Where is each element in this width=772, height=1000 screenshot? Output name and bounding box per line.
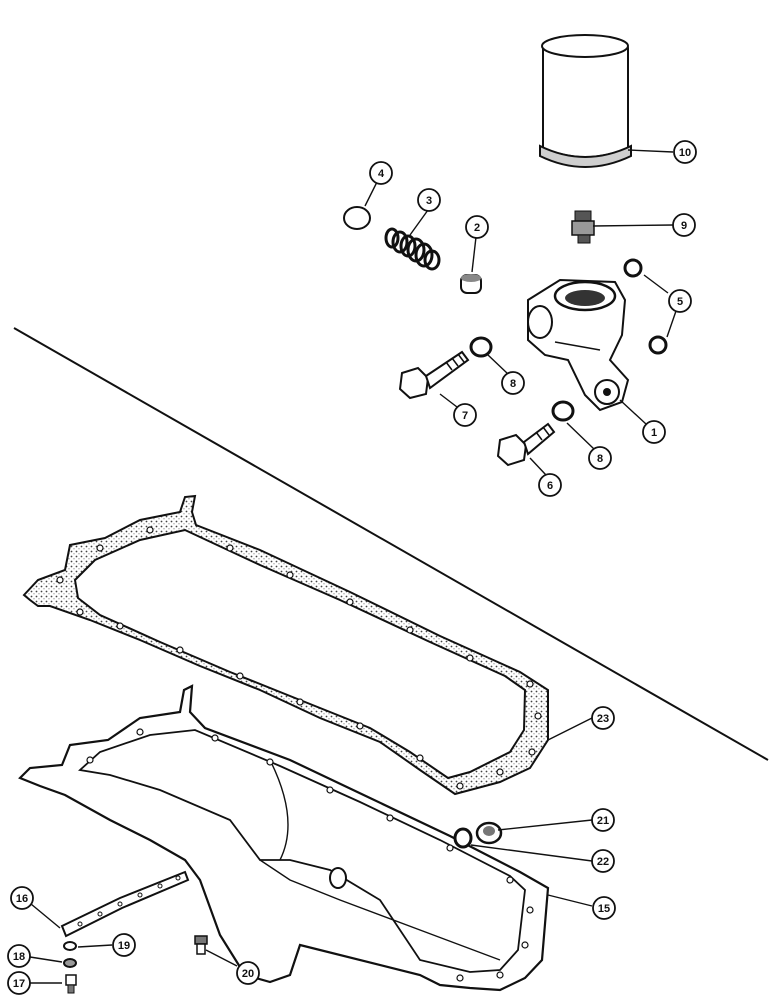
callout-4: 4	[369, 161, 393, 185]
plug-cap	[343, 206, 371, 230]
svg-text:17: 17	[13, 978, 25, 990]
drain-plug-washer	[453, 827, 473, 849]
svg-text:1: 1	[651, 427, 657, 439]
oil-filter	[539, 34, 632, 168]
svg-text:22: 22	[597, 856, 609, 868]
svg-text:9: 9	[681, 220, 687, 232]
filter-adapter-housing	[527, 278, 630, 412]
o-ring-upper	[623, 258, 643, 278]
pan-brace-strip	[60, 870, 190, 938]
svg-text:2: 2	[474, 222, 480, 234]
callout-21: 21	[591, 808, 615, 832]
callout-17: 17	[7, 971, 31, 995]
callout-22: 22	[591, 849, 615, 873]
relief-valve	[460, 274, 482, 294]
relief-spring	[384, 227, 441, 271]
long-bolt	[398, 350, 470, 400]
svg-text:7: 7	[462, 410, 468, 422]
washer-lower	[551, 400, 575, 422]
washer-upper	[469, 336, 493, 358]
callout-10: 10	[673, 140, 697, 164]
section-divider-line	[13, 327, 769, 761]
svg-text:8: 8	[597, 453, 603, 465]
callout-23: 23	[591, 706, 615, 730]
brace-screw	[65, 974, 77, 994]
leader-lines	[29, 149, 677, 984]
callout-5: 5	[668, 289, 692, 313]
svg-text:3: 3	[426, 195, 432, 207]
callout-20: 20	[236, 961, 260, 985]
callout-15: 15	[592, 896, 616, 920]
callout-1: 1	[642, 420, 666, 444]
callout-18: 18	[7, 944, 31, 968]
svg-text:19: 19	[118, 940, 130, 952]
callout-8-upper: 8	[501, 371, 525, 395]
pan-bolt	[194, 935, 208, 955]
oil-pan	[18, 684, 550, 992]
svg-text:4: 4	[378, 168, 385, 180]
lock-washer	[63, 941, 77, 951]
short-bolt	[496, 422, 556, 467]
callout-3: 3	[417, 188, 441, 212]
svg-text:23: 23	[597, 713, 609, 725]
oil-pan-gasket	[22, 494, 549, 796]
callout-8-lower: 8	[588, 446, 612, 470]
callout-2: 2	[465, 215, 489, 239]
filter-nipple-fitting	[571, 210, 595, 244]
callout-6: 6	[538, 473, 562, 497]
svg-text:15: 15	[598, 903, 610, 915]
svg-text:16: 16	[16, 893, 28, 905]
svg-text:5: 5	[677, 296, 683, 308]
callout-16: 16	[10, 886, 34, 910]
svg-text:6: 6	[547, 480, 553, 492]
callout-19: 19	[112, 933, 136, 957]
callout-9: 9	[672, 213, 696, 237]
drain-plug	[475, 821, 503, 845]
svg-text:10: 10	[679, 147, 691, 159]
svg-text:18: 18	[13, 951, 25, 963]
flat-washer	[63, 958, 77, 968]
svg-text:21: 21	[597, 815, 609, 827]
svg-text:8: 8	[510, 378, 516, 390]
callout-7: 7	[453, 403, 477, 427]
svg-text:20: 20	[242, 968, 254, 980]
o-ring-lower	[648, 335, 668, 355]
